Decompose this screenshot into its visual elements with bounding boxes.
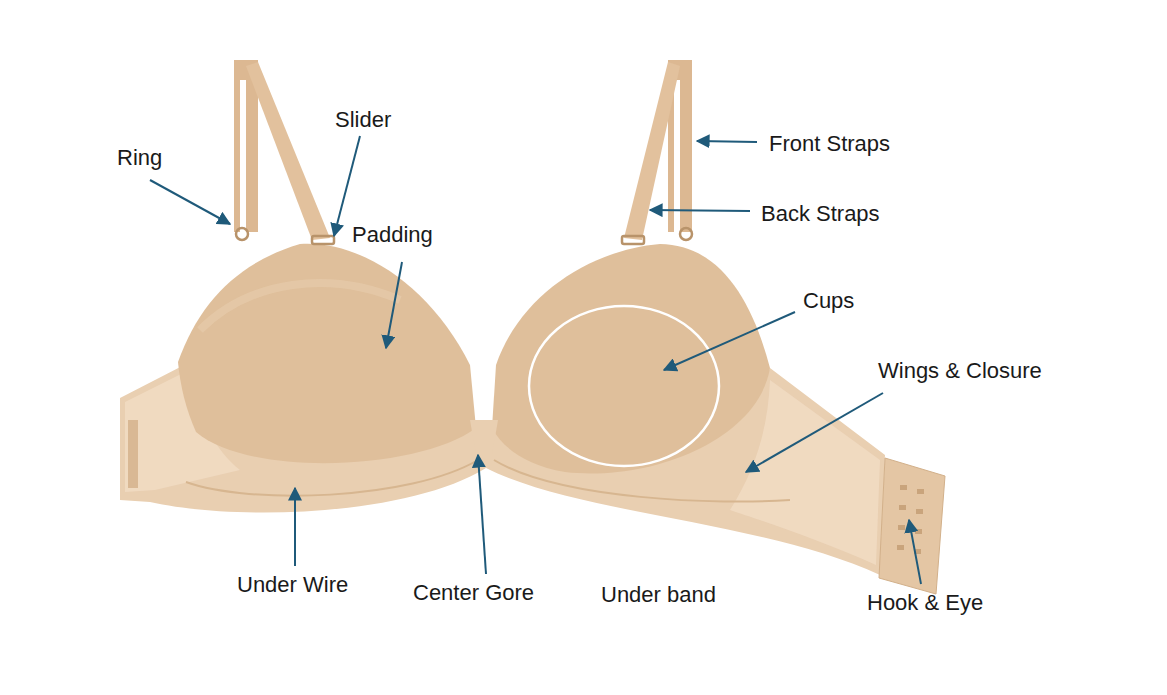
back-strap [624,62,680,240]
part-label: Cups [803,288,854,314]
part-label: Ring [117,145,162,171]
leader-lines [150,136,921,584]
leader-line [334,136,360,236]
leader-line [294,488,296,566]
part-label: Under band [601,582,716,608]
band-seam [186,460,790,502]
hook-eye-tab [879,458,945,594]
slider [622,236,644,244]
part-label: Padding [352,222,433,248]
cup-highlight [200,283,400,330]
back-strap [246,62,330,240]
cup-outline [529,306,719,466]
leader-line [150,180,230,224]
leader-line [478,455,486,574]
leader-line [909,520,921,584]
part-label: Under Wire [237,572,348,598]
back-mesh [128,420,138,488]
left-cup [178,244,476,463]
part-label: Front Straps [769,131,890,157]
part-label: Wings & Closure [878,358,1042,384]
slider [312,236,334,244]
leader-line [746,393,883,472]
leader-line [664,312,795,370]
hooks [897,485,924,554]
part-label: Back Straps [761,201,880,227]
right-cup [492,244,770,473]
ring [236,228,248,240]
part-label: Slider [335,107,391,133]
leader-line [697,141,757,142]
leader-line [650,210,750,211]
part-label: Center Gore [413,580,534,606]
part-label: Hook & Eye [867,590,983,616]
center-gore [470,420,498,455]
ring [680,228,692,240]
leader-line [386,262,402,348]
